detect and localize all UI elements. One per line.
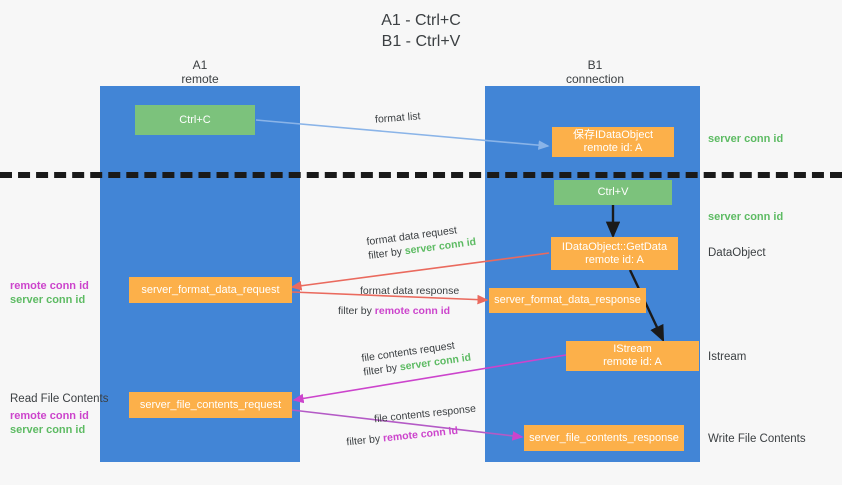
left-label-read-file-contents: Read File Contents [10, 393, 109, 405]
right-label-server-conn-id-top: server conn id [708, 133, 784, 145]
column-a1-name: A1 [192, 58, 208, 72]
column-a1-sub: remote [181, 72, 219, 86]
box-server-file-contents-response[interactable]: server_file_contents_response [524, 425, 684, 451]
column-b1-name: B1 [587, 58, 603, 72]
edge-label-file-contents-request: file contents request filter by server c… [361, 337, 472, 380]
filter-value-remote-conn-id: remote conn id [374, 305, 451, 317]
box-save-idataobject-line2: remote id: A [583, 142, 643, 154]
filter-value-remote-conn-id: remote conn id [382, 424, 459, 445]
filter-prefix: filter by [338, 305, 375, 317]
box-ctrl-c-label: Ctrl+C [179, 113, 211, 126]
left-label-server-conn-id-2: server conn id [10, 424, 86, 436]
box-idataobject-getdata[interactable]: IDataObject::GetData remote id: A [551, 237, 678, 270]
edge-label-format-data-response-line1: format data response [360, 285, 460, 297]
box-ctrl-v-label: Ctrl+V [597, 186, 629, 198]
right-label-dataobject: DataObject [708, 247, 766, 259]
edge-label-format-data-response-filter: filter by remote conn id [338, 304, 459, 318]
left-label-server-conn-id-1: server conn id [10, 294, 86, 306]
box-ctrl-v[interactable]: Ctrl+V [554, 180, 672, 205]
box-server-format-data-response-label: server_format_data_response [494, 294, 641, 306]
edge-label-file-contents-response-filter: filter by remote conn id [346, 422, 479, 450]
title-line-1: A1 - Ctrl+C [381, 12, 461, 29]
box-ctrl-c[interactable]: Ctrl+C [135, 105, 255, 135]
right-label-write-file-contents: Write File Contents [708, 433, 806, 445]
box-save-idataobject-line1: 保存IDataObject [572, 129, 654, 141]
edge-label-format-list: format list [374, 110, 421, 126]
box-save-idataobject[interactable]: 保存IDataObject remote id: A [552, 127, 674, 157]
box-idataobject-getdata-line2: remote id: A [585, 253, 644, 266]
column-b1-sub: connection [565, 72, 625, 86]
edge-label-format-data-request: format data request filter by server con… [366, 221, 477, 263]
filter-prefix: filter by [362, 361, 401, 379]
edge-label-file-contents-response: file contents response filter by remote … [346, 402, 479, 449]
right-label-server-conn-id-second: server conn id [708, 211, 784, 223]
box-server-file-contents-request-label: server_file_contents_request [139, 398, 282, 411]
edge-label-format-data-response: format data response filter by remote co… [338, 284, 460, 318]
box-istream[interactable]: IStream remote id: A [566, 341, 699, 371]
column-header-b1: B1 connection [515, 58, 675, 86]
box-server-file-contents-request[interactable]: server_file_contents_request [129, 392, 292, 418]
box-idataobject-getdata-line1: IDataObject::GetData [561, 240, 668, 253]
left-label-remote-conn-id-2: remote conn id [10, 410, 89, 422]
phase-divider [0, 172, 842, 178]
filter-prefix: filter by [345, 432, 384, 449]
left-label-remote-conn-id-1: remote conn id [10, 280, 89, 292]
box-server-format-data-request[interactable]: server_format_data_request [129, 277, 292, 303]
column-header-a1: A1 remote [120, 58, 280, 86]
box-server-file-contents-response-label: server_file_contents_response [529, 431, 679, 444]
filter-prefix: filter by [367, 245, 406, 262]
box-istream-line1: IStream [613, 343, 652, 355]
title-line-2: B1 - Ctrl+V [381, 33, 461, 50]
page-title: A1 - Ctrl+C B1 - Ctrl+V [0, 10, 842, 52]
box-server-format-data-request-label: server_format_data_request [141, 283, 280, 296]
right-label-istream: Istream [708, 351, 747, 363]
box-istream-line2: remote id: A [603, 356, 662, 368]
box-server-format-data-response[interactable]: server_format_data_response [489, 288, 646, 313]
